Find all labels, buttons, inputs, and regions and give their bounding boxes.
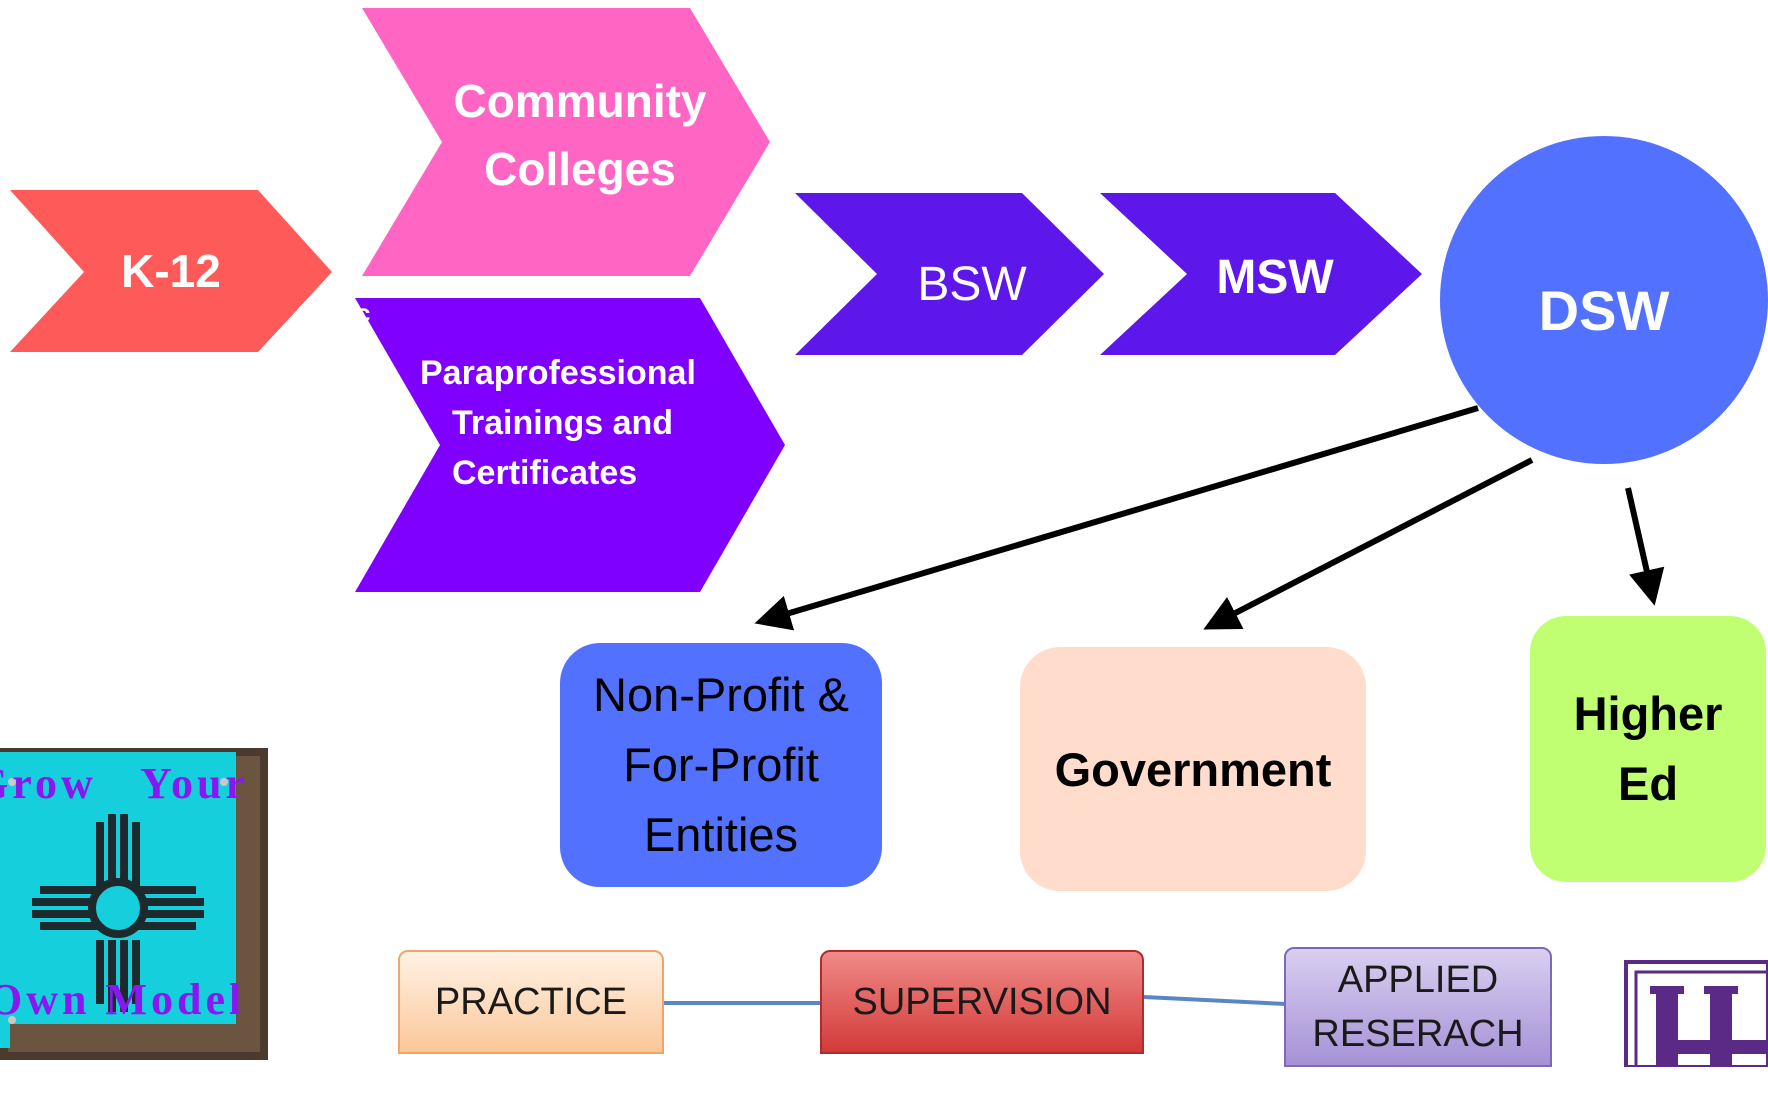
community-colleges-chevron (362, 8, 770, 276)
university-logo-icon (1624, 960, 1768, 1067)
connector-supervision-research (1143, 995, 1287, 1006)
practice-label: PRACTICE (434, 980, 628, 1023)
nonprofit-line3: Entities (643, 808, 799, 861)
diagram-shapes (0, 8, 1768, 1067)
government-label: Government (1054, 742, 1332, 796)
k12-label: K-12 (121, 245, 221, 297)
higher-ed-line1: Higher (1573, 687, 1723, 740)
supervision-label: SUPERVISION (852, 980, 1112, 1023)
dsw-label: DSW (1538, 278, 1670, 342)
bsw-chevron (795, 193, 1104, 355)
msw-label: MSW (1216, 250, 1334, 304)
applied-research-line1: APPLIED (1337, 959, 1499, 1001)
community-colleges-label: Community Colleges (453, 75, 707, 195)
arrow-to-nonprofit (754, 405, 1479, 631)
government-box: Government (1020, 647, 1366, 891)
k12-chevron (10, 190, 332, 352)
nonprofit-line1: Non-Profit & (593, 668, 849, 721)
bsw-label: BSW (917, 257, 1027, 311)
practice-tag: PRACTICE (398, 950, 664, 1054)
arrow-to-higher-ed (1625, 487, 1665, 606)
supervision-tag: SUPERVISION (820, 950, 1144, 1054)
stray-glyph: c (356, 298, 371, 328)
new-mexico-zia-icon (0, 748, 268, 1060)
model-title-line1: Grow Your (0, 759, 249, 808)
paraprofessional-label: Paraprofessional Trainings and Certifica… (420, 354, 696, 492)
nonprofit-line2: For-Profit (623, 738, 819, 791)
nonprofit-box: Non-Profit & For-Profit Entities (560, 643, 882, 887)
arrow-to-government (1203, 457, 1534, 630)
higher-ed-box: Higher Ed (1530, 616, 1766, 882)
higher-ed-line2: Ed (1617, 757, 1679, 810)
paraprofessional-chevron (355, 298, 785, 592)
applied-research-tag: APPLIED RESERACH (1284, 947, 1552, 1067)
msw-chevron (1100, 193, 1422, 355)
applied-research-line2: RESERACH (1312, 1013, 1524, 1055)
model-title: Grow Your Own Model (0, 604, 249, 1108)
dsw-circle (1440, 136, 1768, 464)
model-title-line2: Own Model (0, 975, 246, 1024)
